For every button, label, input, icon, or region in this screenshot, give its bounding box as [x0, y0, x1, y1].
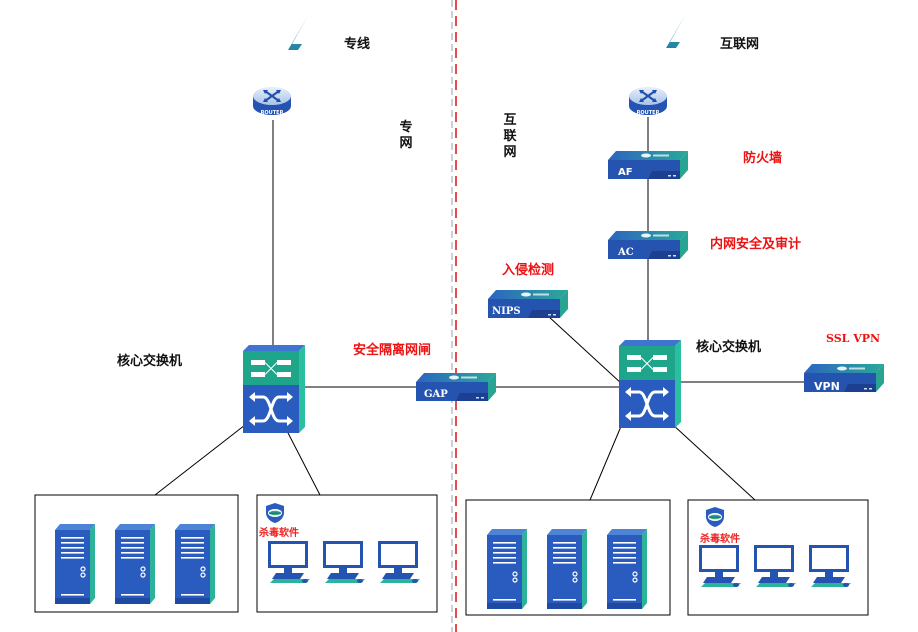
af-device-name: AF — [618, 167, 633, 178]
right-link-label: 互联网 — [720, 37, 760, 52]
server-icon[interactable] — [174, 523, 216, 605]
link-nips-to-core — [547, 315, 623, 385]
connection-lines — [154, 117, 808, 501]
pc-group-right — [687, 499, 869, 616]
gap-device-name: GAP — [424, 389, 448, 400]
core-switch-left-label: 核心交换机 — [117, 354, 183, 369]
nips-device-name: NIPS — [492, 306, 521, 317]
nips-appliance[interactable]: NIPS — [488, 290, 568, 318]
link-core-left-to-pcs — [286, 430, 321, 496]
ac-appliance[interactable]: AC — [608, 231, 688, 259]
right-zone-label: 互联网 — [503, 113, 517, 160]
left-link-label: 专线 — [344, 37, 371, 52]
lightning-bolt-icon-right — [652, 14, 686, 84]
core-switch-right-label: 核心交换机 — [696, 340, 762, 355]
server-icon[interactable] — [54, 523, 96, 605]
link-core-right-to-servers — [589, 423, 623, 501]
vpn-label: SSL VPN — [826, 332, 881, 345]
router-left[interactable]: ROUTER — [252, 86, 292, 116]
link-core-left-to-servers — [154, 424, 246, 496]
antivirus-label-right: 杀毒软件 — [700, 534, 740, 545]
af-appliance[interactable]: AF — [608, 151, 688, 179]
pc-group-left — [256, 494, 438, 613]
vpn-appliance[interactable]: VPN — [804, 364, 884, 393]
core-switch-right-icon[interactable] — [617, 338, 683, 430]
server-icon[interactable] — [606, 528, 648, 610]
server-icon[interactable] — [114, 523, 156, 605]
nips-label: 入侵检测 — [502, 263, 555, 278]
lightning-bolt-icon-left — [274, 16, 308, 86]
gap-appliance[interactable]: GAP — [416, 373, 496, 401]
router-right[interactable]: ROUTER — [628, 86, 668, 116]
server-group-right — [465, 499, 671, 616]
link-core-right-to-pcs — [671, 423, 756, 501]
antivirus-label-left: 杀毒软件 — [259, 528, 299, 539]
ac-label: 内网安全及审计 — [710, 237, 802, 252]
server-icon[interactable] — [546, 528, 588, 610]
gap-label: 安全隔离网闸 — [353, 343, 432, 358]
core-switch-left-icon[interactable] — [241, 343, 307, 435]
router-label: ROUTER — [261, 110, 284, 116]
ac-device-name: AC — [617, 247, 634, 258]
router-label: ROUTER — [637, 110, 660, 116]
left-zone-label: 专网 — [399, 120, 413, 151]
af-label: 防火墙 — [743, 151, 783, 166]
vpn-device-name: VPN — [814, 380, 840, 393]
server-group-left — [34, 494, 239, 613]
server-icon[interactable] — [486, 528, 528, 610]
